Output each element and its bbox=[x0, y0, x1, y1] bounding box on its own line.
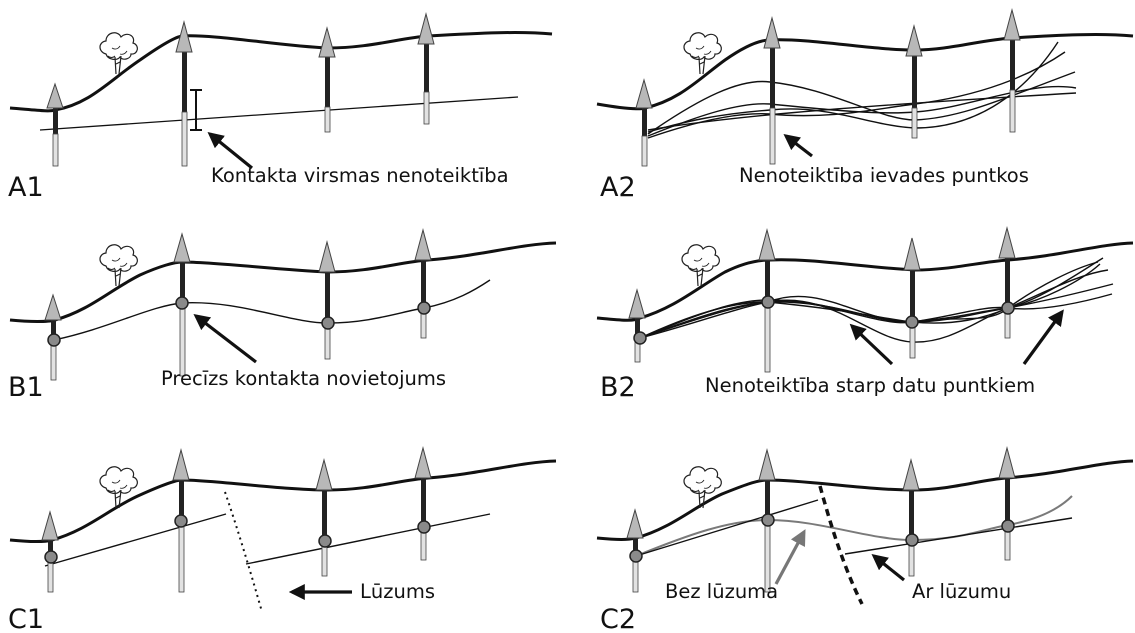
caption-b2: Nenoteiktība starp datu puntkiem bbox=[705, 374, 1035, 397]
drill-marker-icon bbox=[764, 18, 780, 164]
contact-surface-line bbox=[45, 514, 226, 566]
fault-line bbox=[225, 492, 262, 612]
drill-marker-icon bbox=[418, 14, 434, 124]
caption-a1: Kontakta virsmas nenoteiktība bbox=[211, 164, 509, 187]
panel-c1: C1 Lūzums bbox=[8, 448, 556, 633]
panel-id-c2: C2 bbox=[600, 604, 636, 633]
drill-marker-icon bbox=[904, 238, 920, 358]
arrow-icon bbox=[196, 316, 256, 362]
panel-b2: B2 Nenoteiktība starp datu puntkiem bbox=[597, 228, 1133, 403]
panel-id-b1: B1 bbox=[8, 372, 44, 403]
contact-point-icon bbox=[48, 297, 430, 346]
drill-marker-icon bbox=[999, 228, 1015, 338]
drill-marker-icon bbox=[415, 448, 431, 560]
caption-b1: Precīzs kontakta novietojums bbox=[161, 367, 446, 390]
arrow-icon bbox=[852, 326, 892, 364]
terrain-surface bbox=[597, 35, 1133, 109]
panel-id-a1: A1 bbox=[8, 172, 44, 203]
drill-marker-icon bbox=[319, 242, 335, 359]
panel-id-c1: C1 bbox=[8, 604, 44, 633]
panel-a2: A2 Nenoteiktība ievades puntkos bbox=[597, 10, 1133, 203]
panel-id-b2: B2 bbox=[600, 372, 636, 403]
caption-a2: Nenoteiktība ievades puntkos bbox=[739, 164, 1029, 187]
drill-marker-icon bbox=[629, 290, 645, 362]
terrain-surface bbox=[10, 243, 556, 322]
drill-marker-icon bbox=[319, 28, 335, 132]
arrow-icon bbox=[874, 556, 904, 580]
contact-surface-line bbox=[246, 514, 490, 564]
drill-marker-icon bbox=[415, 230, 431, 338]
drill-marker-icon bbox=[176, 22, 192, 166]
drill-marker-icon bbox=[636, 80, 652, 166]
uncertainty-bracket bbox=[190, 90, 202, 130]
caption-c2-fault: Ar lūzumu bbox=[912, 580, 1011, 603]
contact-point-icon bbox=[630, 514, 1014, 562]
caption-c2-no-fault: Bez lūzuma bbox=[665, 580, 778, 603]
caption-c1: Lūzums bbox=[360, 580, 435, 603]
terrain-surface bbox=[10, 461, 556, 542]
panel-c2: C2 Bez lūzuma Ar lūzumu bbox=[597, 448, 1133, 633]
panel-b1: B1 Precīzs kontakta novietojums bbox=[8, 230, 556, 403]
drill-marker-icon bbox=[903, 460, 919, 576]
drill-marker-icon bbox=[999, 448, 1015, 560]
panel-a1: A1 Kontakta virsmas nenoteiktība bbox=[8, 14, 552, 203]
tree-icon bbox=[100, 33, 137, 74]
contact-point-icon bbox=[45, 515, 430, 563]
terrain-surface bbox=[597, 461, 1133, 540]
contact-surface-lines bbox=[640, 258, 1113, 342]
drill-marker-icon bbox=[1004, 10, 1020, 132]
panel-id-a2: A2 bbox=[600, 172, 636, 203]
arrow-icon bbox=[210, 134, 252, 168]
contact-surface-line bbox=[40, 97, 518, 130]
tree-icon bbox=[100, 467, 137, 508]
arrow-icon bbox=[786, 136, 812, 156]
drill-marker-icon bbox=[47, 84, 63, 166]
drill-marker-icon bbox=[316, 460, 332, 576]
fault-line bbox=[820, 486, 862, 604]
drill-marker-icon bbox=[906, 26, 922, 138]
tree-icon bbox=[684, 467, 721, 508]
arrow-icon bbox=[776, 532, 804, 584]
arrow-icon bbox=[1024, 312, 1062, 364]
terrain-surface bbox=[10, 33, 552, 111]
terrain-surface bbox=[597, 243, 1133, 320]
